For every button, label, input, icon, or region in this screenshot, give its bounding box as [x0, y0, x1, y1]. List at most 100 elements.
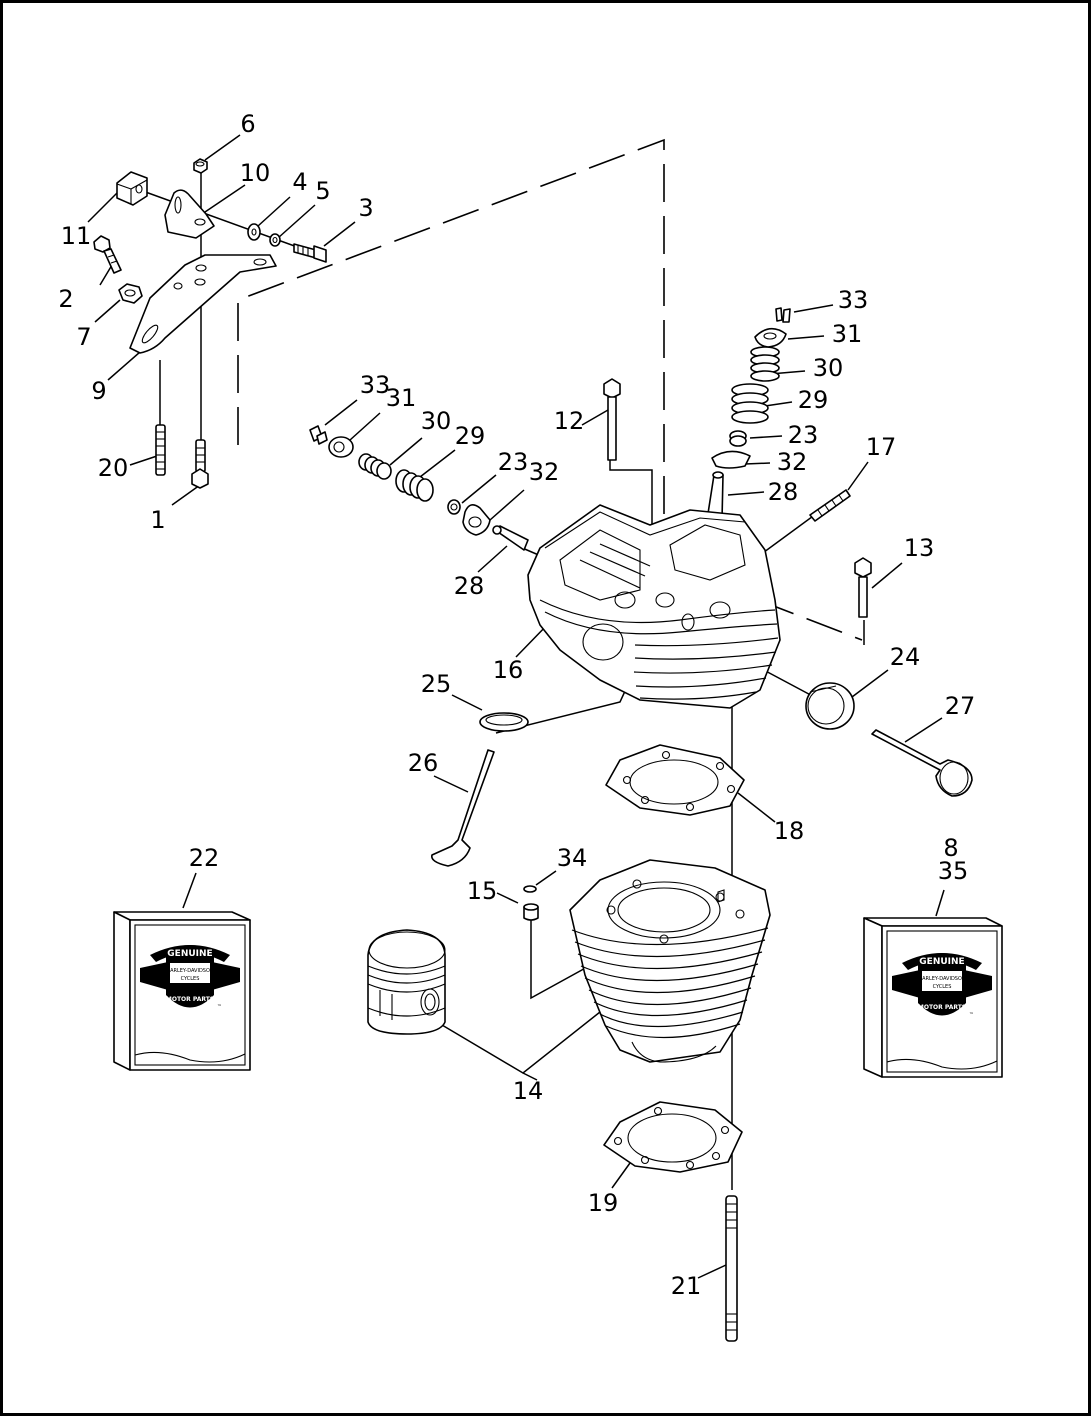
callout-26: 26	[408, 749, 439, 777]
callout-30-left: 30	[421, 407, 452, 435]
callout-1: 1	[150, 506, 165, 534]
callout-32-right: 32	[777, 448, 808, 476]
callout-18: 18	[774, 817, 805, 845]
stud-21	[725, 1195, 738, 1342]
callout-labels: 1 2 3 4 5 6 7 8 9 10 11 12 13 14 15 16 1…	[58, 110, 975, 1300]
callout-15: 15	[467, 877, 498, 905]
callout-28-right: 28	[768, 478, 799, 506]
bolt-3	[293, 243, 327, 263]
keeper-33-right	[775, 307, 783, 322]
seat-32-right	[711, 450, 751, 469]
gasket-kit-22: GENUINE HARLEY-DAVIDSON CYCLES MOTOR PAR…	[113, 911, 251, 1071]
gasket-kit-8-35: GENUINE HARLEY-DAVIDSON CYCLES MOTOR PAR…	[863, 917, 1003, 1078]
callout-17: 17	[866, 433, 897, 461]
callout-30-right: 30	[813, 354, 844, 382]
piston	[367, 929, 446, 1035]
seal-23-left	[447, 499, 461, 515]
callout-21: 21	[671, 1272, 702, 1300]
cylinder	[569, 859, 771, 1063]
valve-26	[431, 749, 495, 867]
mounting-bracket-assembly	[93, 158, 327, 489]
callout-27: 27	[945, 692, 976, 720]
callout-2: 2	[58, 285, 73, 313]
callout-20: 20	[98, 454, 129, 482]
kit-22-logo-bottom: MOTOR PARTS	[166, 996, 214, 1003]
valve-seat-24	[805, 682, 855, 730]
bolt-1	[191, 439, 209, 489]
callout-25: 25	[421, 670, 452, 698]
lower-bracket	[129, 254, 277, 354]
kit-8-35-logo-trademark: ™	[969, 1012, 974, 1018]
spring-29-left	[395, 469, 434, 502]
dowel-15	[523, 903, 539, 921]
callout-28-left: 28	[454, 572, 485, 600]
callout-9: 9	[91, 377, 106, 405]
callout-10: 10	[240, 159, 271, 187]
kit-22-logo-line2: CYCLES	[181, 976, 200, 982]
valve-train-left	[309, 425, 529, 551]
callout-31-left: 31	[386, 384, 417, 412]
retainer-31-left	[328, 436, 354, 458]
callout-13: 13	[904, 534, 935, 562]
callout-6: 6	[240, 110, 255, 138]
washer-5	[269, 233, 281, 247]
kit-8-35-logo-line2: CYCLES	[933, 984, 952, 990]
kit-22-logo-top: GENUINE	[167, 949, 212, 959]
kit-22-logo-registered: ®	[185, 1007, 190, 1014]
nut-7	[118, 283, 143, 304]
o-ring-34	[523, 885, 537, 893]
stud-17	[809, 489, 851, 522]
callout-11: 11	[61, 222, 92, 250]
top-nut	[193, 158, 208, 174]
seal-ring-25	[479, 712, 529, 732]
bracket-block	[116, 171, 148, 206]
callout-8: 8	[943, 834, 958, 862]
callout-34: 34	[557, 844, 588, 872]
callout-3: 3	[358, 194, 373, 222]
callout-4: 4	[292, 168, 307, 196]
callout-33-left: 33	[360, 371, 391, 399]
callout-29-right: 29	[798, 386, 829, 414]
callout-14: 14	[513, 1077, 544, 1105]
spring-29-right	[731, 383, 769, 424]
cylinder-head	[527, 504, 781, 709]
kit-8-35-logo-top: GENUINE	[919, 957, 964, 967]
head-bolt-13	[854, 557, 872, 618]
head-gasket-18	[605, 744, 745, 816]
callout-22: 22	[189, 844, 220, 872]
kit-22-logo: GENUINE HARLEY-DAVIDSON CYCLES MOTOR PAR…	[140, 945, 240, 1014]
callout-5: 5	[315, 177, 330, 205]
washer-4	[247, 223, 261, 241]
retainer-31-right	[754, 327, 787, 348]
kit-22-logo-line1: HARLEY-DAVIDSON	[166, 968, 214, 974]
spring-30-left	[358, 453, 392, 480]
callout-7: 7	[76, 323, 91, 351]
callout-35: 35	[938, 857, 969, 885]
head-bolt-12	[603, 378, 621, 461]
callout-29-left: 29	[455, 422, 486, 450]
callout-31-right: 31	[832, 320, 863, 348]
callout-33-right: 33	[838, 286, 869, 314]
kit-8-35-logo-line1: HARLEY-DAVIDSON	[918, 976, 966, 982]
spring-30-right	[750, 346, 780, 382]
kit-8-35-logo-bottom: MOTOR PARTS	[918, 1004, 966, 1011]
callout-12: 12	[554, 407, 585, 435]
callout-32-left: 32	[529, 458, 560, 486]
kit-8-35-logo: GENUINE HARLEY-DAVIDSON CYCLES MOTOR PAR…	[892, 953, 992, 1022]
bolt-2	[93, 235, 122, 274]
callout-19: 19	[588, 1189, 619, 1217]
upper-bracket	[164, 189, 215, 239]
base-gasket-19	[603, 1101, 743, 1173]
seat-32-left	[462, 504, 491, 536]
callout-24: 24	[890, 643, 921, 671]
callout-16: 16	[493, 656, 524, 684]
callout-23-left: 23	[498, 448, 529, 476]
callout-23-right: 23	[788, 421, 819, 449]
valve-train-right	[706, 307, 791, 521]
kit-22-logo-trademark: ™	[217, 1004, 222, 1010]
valve-27	[871, 729, 973, 797]
kit-8-35-logo-registered: ®	[937, 1015, 942, 1022]
stud-20	[155, 424, 166, 476]
